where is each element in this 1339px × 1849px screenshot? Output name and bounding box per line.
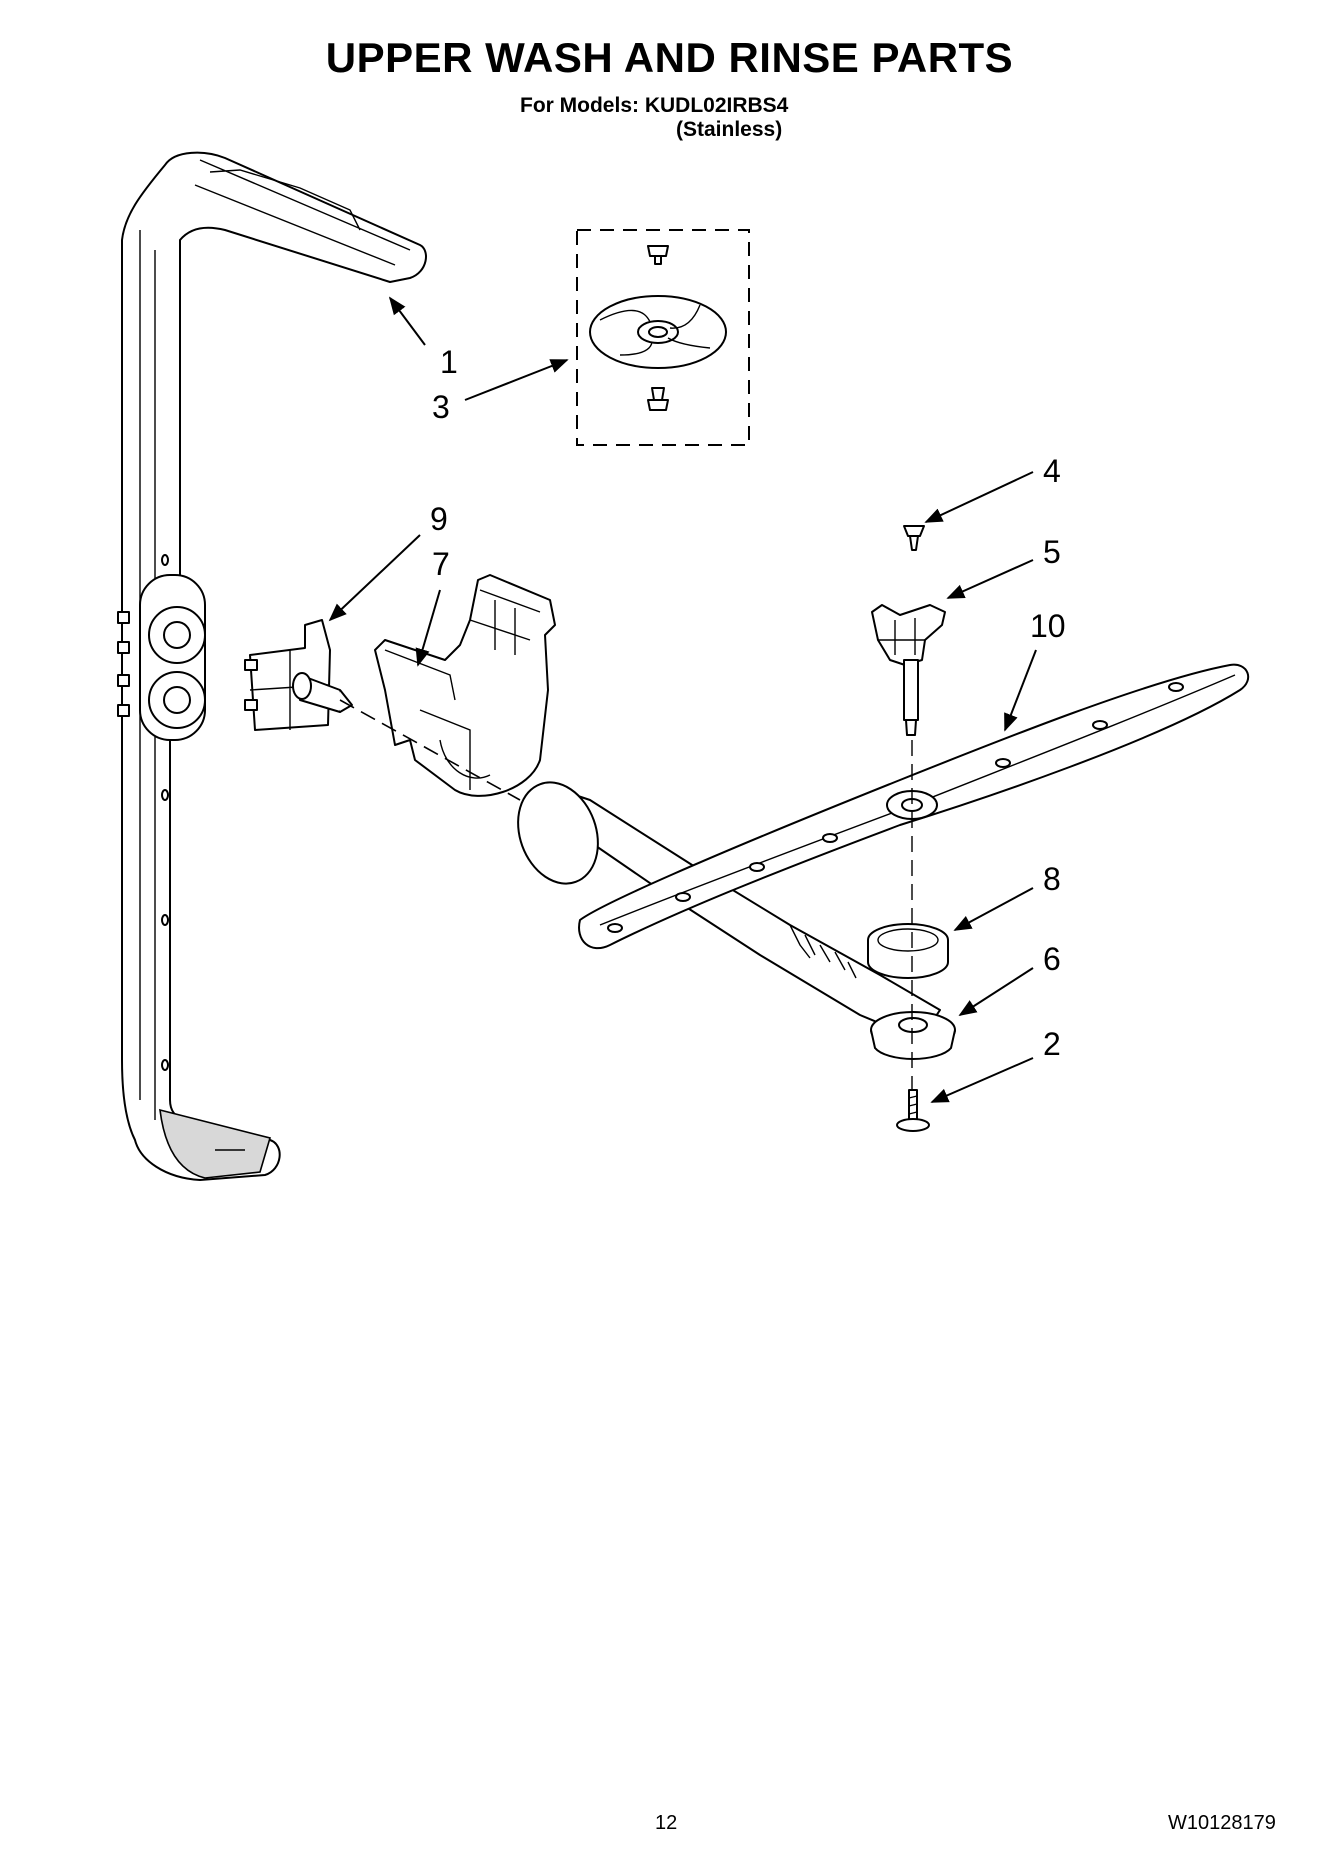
callout-7: 7 (432, 546, 450, 582)
seal-ring-part (867, 923, 949, 979)
document-number: W10128179 (1168, 1812, 1276, 1834)
callout-10: 10 (1030, 608, 1066, 644)
hub-nut-part (870, 1011, 956, 1061)
callout-5: 5 (1043, 534, 1061, 570)
model-variant: (Stainless) (676, 118, 783, 141)
callout-6: 6 (1043, 941, 1061, 977)
part-3-group (576, 229, 750, 446)
callout-9: 9 (430, 501, 448, 537)
screw-part-2 (896, 1089, 930, 1132)
callout-4: 4 (1043, 453, 1061, 489)
callout-1: 1 (440, 344, 458, 380)
models-line: For Models: KUDL02IRBS4 (520, 94, 789, 117)
spray-arm-part (517, 663, 1250, 1041)
clip-part (244, 619, 353, 731)
leader-lines (328, 296, 1037, 1103)
callout-3: 3 (432, 389, 450, 425)
bracket-part (374, 574, 556, 797)
center-lines (339, 699, 913, 1090)
page-number: 12 (655, 1812, 678, 1834)
callout-8: 8 (1043, 861, 1061, 897)
supply-duct-part (117, 151, 427, 1181)
page-title: UPPER WASH AND RINSE PARTS (325, 34, 1014, 81)
callout-2: 2 (1043, 1026, 1061, 1062)
bearing-part-5 (871, 604, 946, 736)
screw-part-4 (903, 525, 925, 551)
